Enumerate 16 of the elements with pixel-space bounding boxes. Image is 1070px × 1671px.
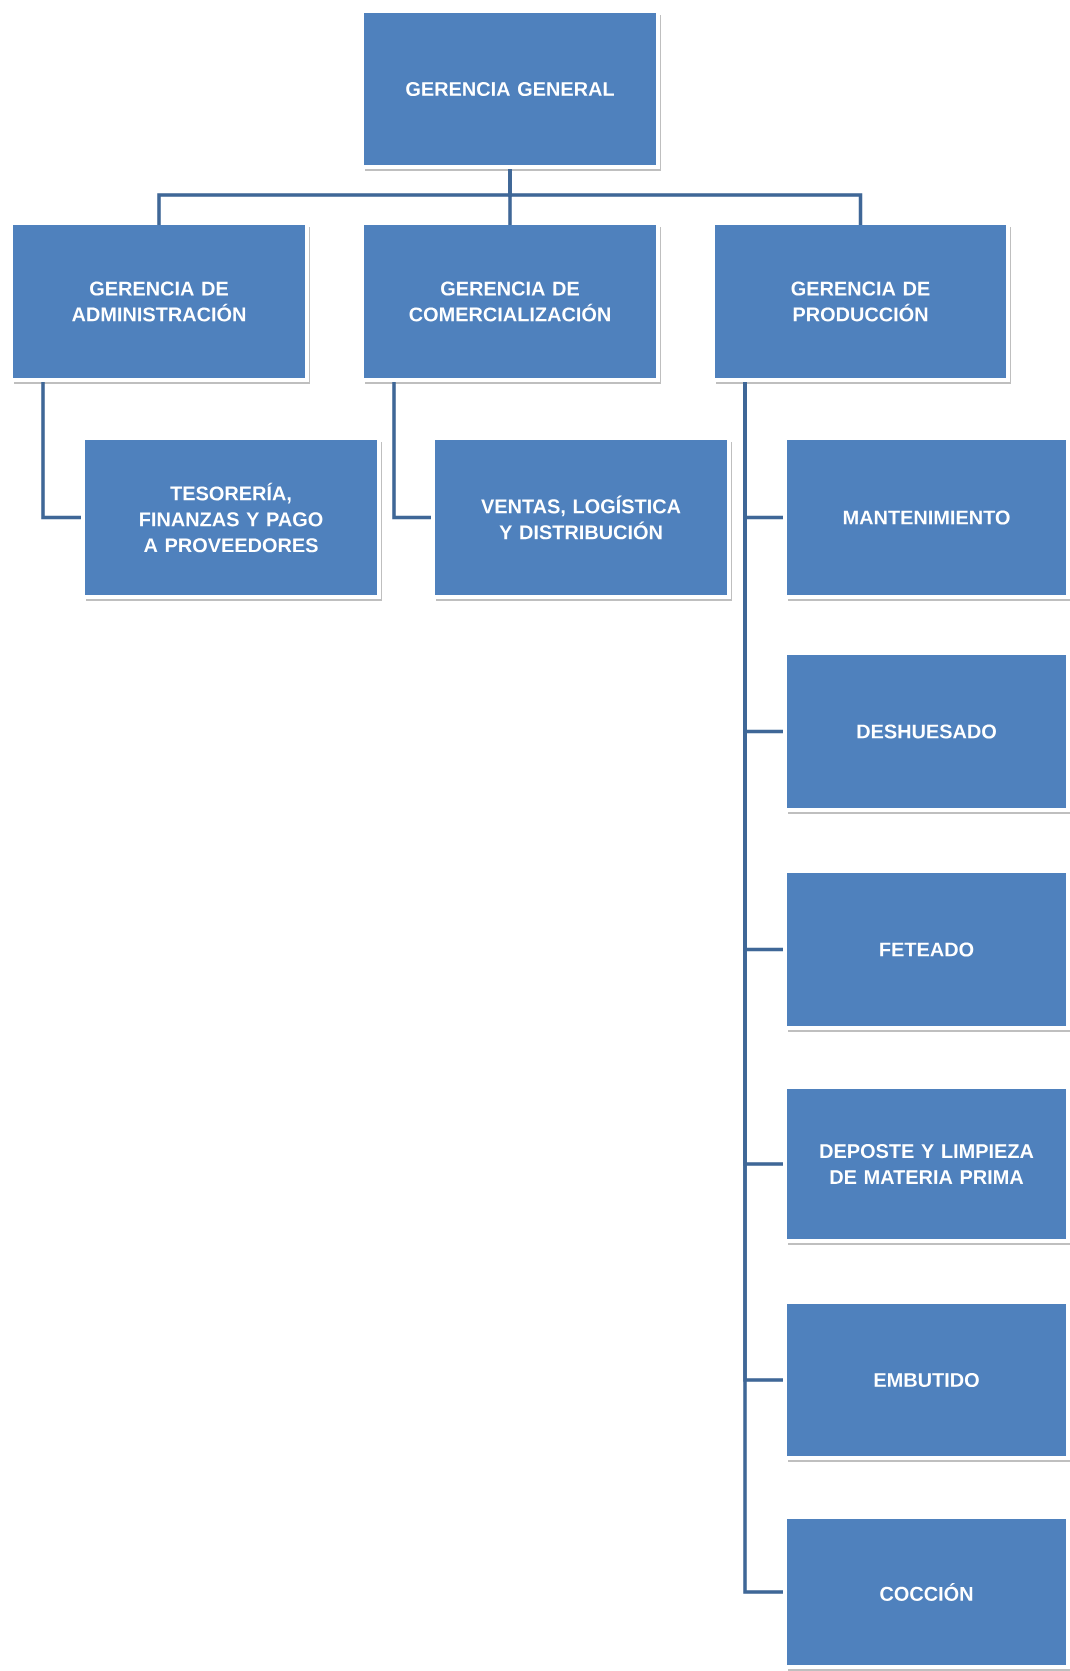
connector-line — [508, 169, 863, 225]
org-box: DESHUESADO — [783, 651, 1070, 814]
org-box: DEPOSTE Y LIMPIEZA DE MATERIA PRIMA — [783, 1085, 1070, 1245]
org-box: GERENCIA DE COMERCIALIZACIÓN — [360, 221, 661, 384]
org-box: GERENCIA DE ADMINISTRACIÓN — [9, 221, 310, 384]
org-box: TESORERÍA, FINANZAS Y PAGO A PROVEEDORES — [81, 436, 382, 601]
org-box: MANTENIMIENTO — [783, 436, 1070, 601]
org-box: COCCIÓN — [783, 1515, 1070, 1671]
connector-line — [392, 382, 431, 520]
connector-line — [41, 382, 81, 520]
connector-line — [743, 382, 783, 1594]
org-box: EMBUTIDO — [783, 1300, 1070, 1462]
org-box: GERENCIA GENERAL — [360, 9, 661, 171]
org-box: GERENCIA DE PRODUCCIÓN — [711, 221, 1011, 384]
org-box: FETEADO — [783, 869, 1070, 1032]
org-box: VENTAS, LOGÍSTICA Y DISTRIBUCIÓN — [431, 436, 732, 601]
